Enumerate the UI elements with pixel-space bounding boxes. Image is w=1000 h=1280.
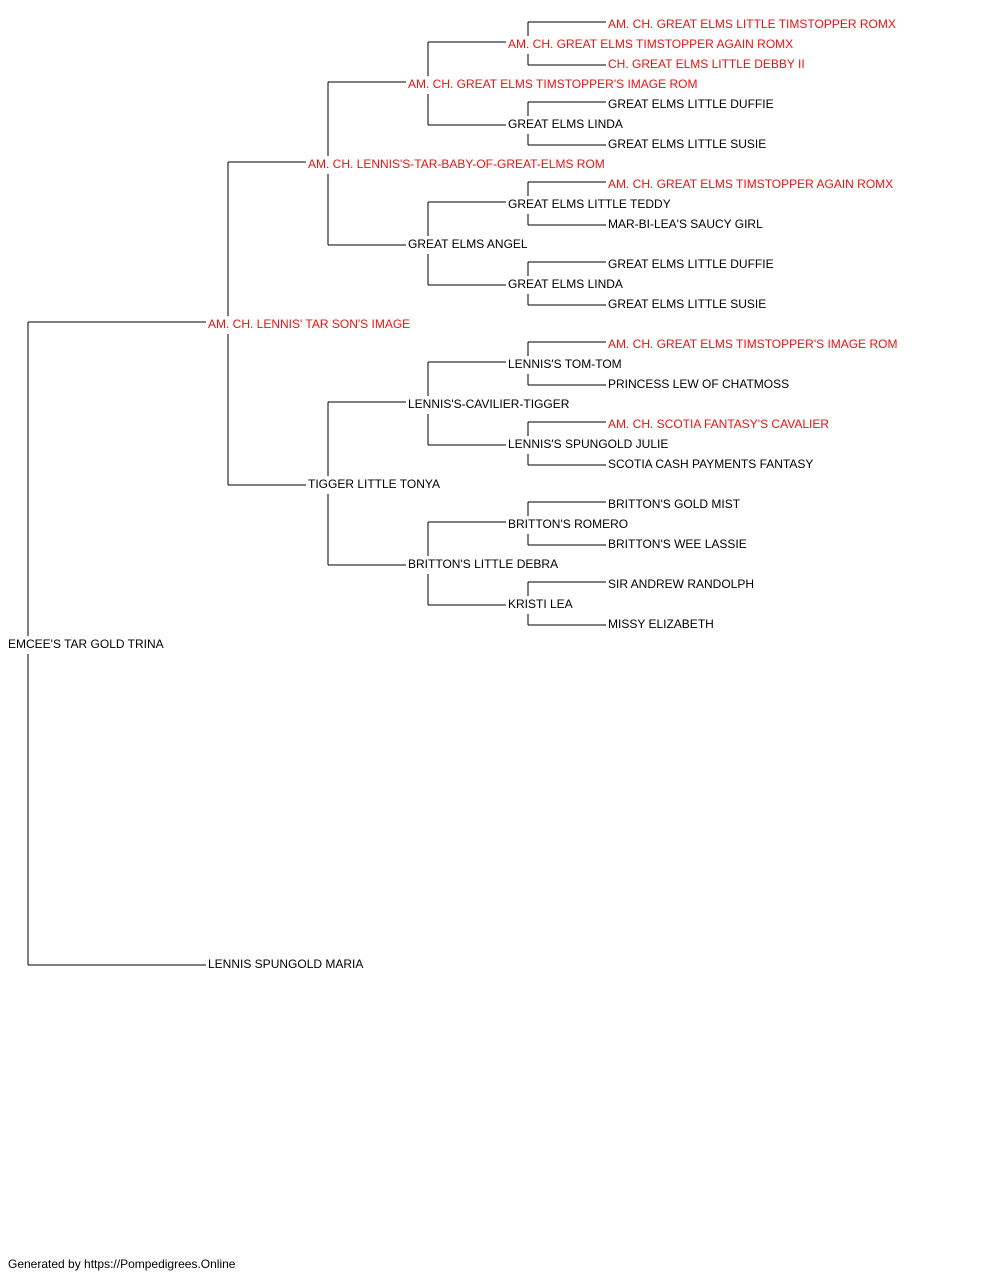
ancestor-gen5: AM. CH. GREAT ELMS LITTLE TIMSTOPPER ROM…: [608, 17, 896, 31]
ancestor-gen3: GREAT ELMS ANGEL: [408, 237, 528, 251]
ancestor-gen5: MAR-BI-LEA'S SAUCY GIRL: [608, 217, 763, 231]
ancestor-gen4: GREAT ELMS LINDA: [508, 277, 623, 291]
ancestor-gen5: SIR ANDREW RANDOLPH: [608, 577, 755, 591]
ancestor-gen4: LENNIS'S TOM-TOM: [508, 357, 622, 371]
footer-credit: Generated by https://Pompedigrees.Online: [8, 1257, 236, 1271]
ancestor-gen5: GREAT ELMS LITTLE DUFFIE: [608, 257, 774, 271]
ancestor-gen4: GREAT ELMS LITTLE TEDDY: [508, 197, 671, 211]
ancestor-gen5: SCOTIA CASH PAYMENTS FANTASY: [608, 457, 814, 471]
ancestor-gen5: BRITTON'S WEE LASSIE: [608, 537, 747, 551]
ancestor-gen3: BRITTON'S LITTLE DEBRA: [408, 557, 559, 571]
ancestor-gen4: BRITTON'S ROMERO: [508, 517, 629, 531]
ancestor-gen5: AM. CH. SCOTIA FANTASY'S CAVALIER: [608, 417, 830, 431]
ancestor-gen2: TIGGER LITTLE TONYA: [308, 477, 441, 491]
ancestor-gen5: BRITTON'S GOLD MIST: [608, 497, 741, 511]
ancestor-gen5: GREAT ELMS LITTLE SUSIE: [608, 137, 767, 151]
ancestor-gen5: AM. CH. GREAT ELMS TIMSTOPPER AGAIN ROMX: [608, 177, 894, 191]
ancestor-gen2: AM. CH. LENNIS'S-TAR-BABY-OF-GREAT-ELMS …: [308, 157, 605, 171]
ancestor-gen3: LENNIS'S-CAVILIER-TIGGER: [408, 397, 570, 411]
ancestor-gen4: GREAT ELMS LINDA: [508, 117, 623, 131]
ancestor-gen5: AM. CH. GREAT ELMS TIMSTOPPER'S IMAGE RO…: [608, 337, 898, 351]
sire-name: AM. CH. LENNIS' TAR SON'S IMAGE: [208, 317, 411, 331]
ancestor-gen5: MISSY ELIZABETH: [608, 617, 714, 631]
ancestor-gen5: GREAT ELMS LITTLE SUSIE: [608, 297, 767, 311]
ancestor-gen4: LENNIS'S SPUNGOLD JULIE: [508, 437, 669, 451]
ancestor-gen5: CH. GREAT ELMS LITTLE DEBBY II: [608, 57, 805, 71]
dam-name: LENNIS SPUNGOLD MARIA: [208, 957, 364, 971]
ancestor-gen5: GREAT ELMS LITTLE DUFFIE: [608, 97, 774, 111]
ancestor-gen4: AM. CH. GREAT ELMS TIMSTOPPER AGAIN ROMX: [508, 37, 794, 51]
ancestor-gen3: AM. CH. GREAT ELMS TIMSTOPPER'S IMAGE RO…: [408, 77, 698, 91]
ancestor-gen5: PRINCESS LEW OF CHATMOSS: [608, 377, 790, 391]
subject-name: EMCEE'S TAR GOLD TRINA: [8, 637, 164, 651]
ancestor-gen4: KRISTI LEA: [508, 597, 573, 611]
